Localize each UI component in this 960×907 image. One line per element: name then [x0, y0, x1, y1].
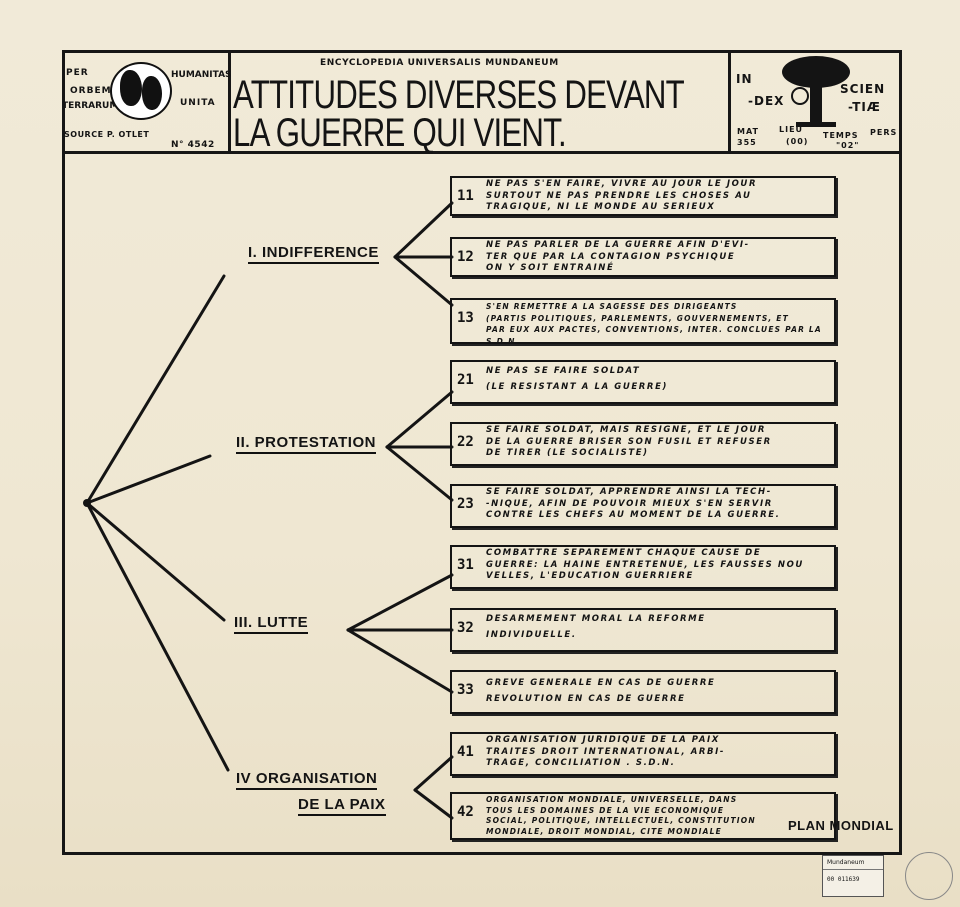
- category-label: IV ORGANISATION: [236, 770, 378, 790]
- lieu-label: LIEU: [779, 125, 804, 134]
- item-text: ORGANISATION JURIDIQUE DE LA PAIX TRAITE…: [486, 735, 725, 768]
- category-label: I. INDIFFERENCE: [248, 244, 379, 264]
- item-box-42: 42 ORGANISATION MONDIALE, UNIVERSELLE, DA…: [450, 792, 836, 840]
- root-to-indifference: [85, 274, 226, 505]
- round-stamp-icon: [905, 852, 953, 900]
- category-label-2: DE LA PAIX: [298, 796, 386, 816]
- item-number: 11: [457, 188, 474, 204]
- category-indifference: I. INDIFFERENCE: [248, 244, 379, 264]
- item-box-13: 13 S'EN REMETTRE A LA SAGESSE DES DIRIGEA…: [450, 298, 836, 346]
- index-dex: -DEX: [748, 94, 785, 108]
- item-box-41: 41 ORGANISATION JURIDIQUE DE LA PAIX TRAI…: [450, 732, 836, 776]
- plan-mondial-label: PLAN MONDIAL: [788, 818, 894, 833]
- item-text: NE PAS PARLER DE LA GUERRE AFIN D'EVI- T…: [486, 240, 750, 273]
- item-box-11: 11 NE PAS S'EN FAIRE, VIVRE AU JOUR LE JO…: [450, 176, 836, 216]
- mat-value: 355: [737, 138, 757, 147]
- category-organisation: IV ORGANISATION: [236, 770, 378, 790]
- item-text: S'EN REMETTRE A LA SAGESSE DES DIRIGEANT…: [486, 302, 822, 346]
- page-title: ATTITUDES DIVERSES DEVANT LA GUERRE QUI …: [233, 73, 685, 155]
- orbem-label: ORBEM: [70, 86, 112, 96]
- category-label: III. LUTTE: [234, 614, 309, 634]
- header-divider-right: [728, 50, 731, 154]
- item-text: GREVE GENERALE EN CAS DE GUERRE REVOLUTI…: [486, 678, 716, 704]
- item-box-12: 12 NE PAS PARLER DE LA GUERRE AFIN D'EVI-…: [450, 237, 836, 277]
- item-number: 23: [457, 496, 474, 512]
- item-number: 22: [457, 434, 474, 450]
- item-number: 32: [457, 620, 474, 636]
- item-text: SE FAIRE SOLDAT, APPRENDRE AINSI LA TECH…: [486, 487, 781, 520]
- category-lutte: III. LUTTE: [234, 614, 309, 634]
- item-text: NE PAS S'EN FAIRE, VIVRE AU JOUR LE JOUR…: [486, 179, 758, 212]
- root-node: [83, 499, 91, 507]
- item-number: 33: [457, 682, 474, 698]
- lieu-value: (00): [786, 137, 809, 146]
- item-box-32: 32 DESARMEMENT MORAL LA REFORME INDIVIDUE…: [450, 608, 836, 652]
- archive-stamp: Mundaneum 00 011639: [822, 855, 884, 897]
- index-scien: SCIEN: [840, 82, 886, 96]
- unita-label: UNITA: [180, 98, 216, 108]
- item-text: COMBATTRE SEPAREMENT CHAQUE CAUSE DE GUE…: [486, 548, 804, 581]
- root-to-protestation: [85, 454, 212, 505]
- root-to-lutte: [85, 501, 226, 622]
- humanitas-label: HUMANITAS: [171, 70, 232, 80]
- item-text: ORGANISATION MONDIALE, UNIVERSELLE, DANS…: [486, 795, 756, 836]
- pers-label: PERS: [870, 128, 898, 137]
- item-box-23: 23 SE FAIRE SOLDAT, APPRENDRE AINSI LA TE…: [450, 484, 836, 528]
- document-number: N° 4542: [171, 140, 215, 150]
- stamp-line-1: Mundaneum: [823, 856, 883, 870]
- temps-value: "02": [836, 141, 860, 150]
- item-box-31: 31 COMBATTRE SEPAREMENT CHAQUE CAUSE DE G…: [450, 545, 836, 589]
- item-text: DESARMEMENT MORAL LA REFORME INDIVIDUELL…: [486, 614, 706, 640]
- mat-label: MAT: [737, 127, 759, 136]
- item-box-33: 33 GREVE GENERALE EN CAS DE GUERRE REVOLU…: [450, 670, 836, 714]
- encyclopedia-label: ENCYCLOPEDIA UNIVERSALIS MUNDANEUM: [320, 58, 559, 68]
- index-in: IN: [736, 72, 753, 86]
- header-divider-left: [228, 50, 231, 154]
- source-label: SOURCE P. OTLET: [64, 130, 150, 139]
- root-to-organisation: [85, 501, 230, 772]
- category-protestation: II. PROTESTATION: [236, 434, 376, 454]
- item-number: 13: [457, 310, 474, 326]
- item-box-21: 21 NE PAS SE FAIRE SOLDAT (LE RESISTANT A…: [450, 360, 836, 404]
- item-text: SE FAIRE SOLDAT, MAIS RESIGNE, ET LE JOU…: [486, 425, 772, 458]
- per-label: PER: [66, 68, 89, 78]
- category-organisation-line2: DE LA PAIX: [298, 796, 386, 816]
- globe-icon: [110, 62, 172, 120]
- temps-label: TEMPS: [823, 131, 859, 140]
- item-number: 21: [457, 372, 474, 388]
- item-number: 31: [457, 557, 474, 573]
- item-number: 42: [457, 804, 474, 820]
- item-text: NE PAS SE FAIRE SOLDAT (LE RESISTANT A L…: [486, 366, 668, 392]
- title-line-2: LA GUERRE QUI VIENT.: [233, 111, 567, 155]
- stamp-line-2: 00 011639: [827, 876, 860, 883]
- item-number: 41: [457, 744, 474, 760]
- outer-frame: [62, 50, 902, 855]
- index-tiae: -TIÆ: [848, 100, 881, 114]
- header-band: [62, 50, 902, 154]
- category-label: II. PROTESTATION: [236, 434, 376, 454]
- terrarum-label: TERRARUM: [62, 101, 119, 111]
- title-line-1: ATTITUDES DIVERSES DEVANT: [233, 73, 685, 117]
- item-number: 12: [457, 249, 474, 265]
- tree-icon: [782, 56, 850, 127]
- item-box-22: 22 SE FAIRE SOLDAT, MAIS RESIGNE, ET LE J…: [450, 422, 836, 466]
